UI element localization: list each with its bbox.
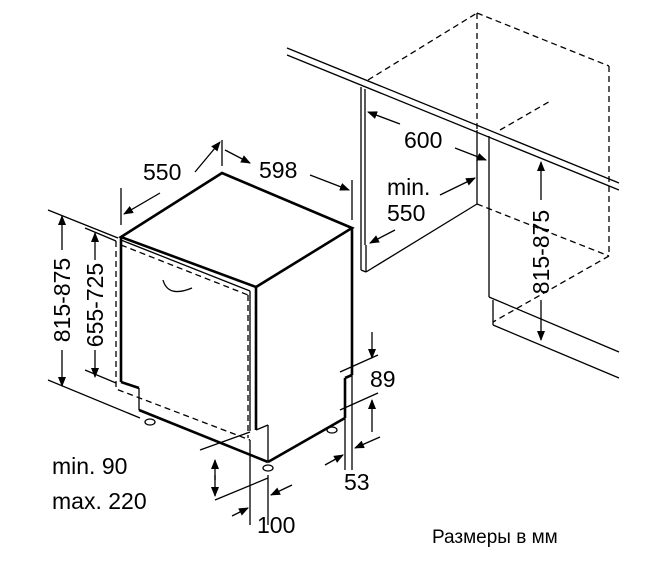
niche-cabinet bbox=[286, 12, 620, 379]
niche-depth-label-line1: min. bbox=[387, 174, 430, 200]
foot-icon bbox=[326, 426, 338, 434]
door-height-label: 655-725 bbox=[82, 263, 108, 347]
total-height-label: 815-875 bbox=[49, 258, 75, 342]
niche-width-label: 600 bbox=[404, 127, 442, 153]
plinth-height-min-label: min. 90 bbox=[52, 453, 127, 479]
niche-height-label: 815-875 bbox=[528, 210, 554, 294]
dishwasher-body bbox=[115, 171, 355, 472]
plinth-offset-label: 53 bbox=[344, 469, 370, 495]
width-label: 598 bbox=[259, 157, 297, 183]
niche-depth-label-line2: 550 bbox=[387, 200, 425, 226]
units-caption: Размеры в мм bbox=[432, 527, 558, 548]
dimension-lines bbox=[47, 111, 545, 525]
foot-icon bbox=[262, 464, 274, 472]
plinth-top-label: 89 bbox=[370, 366, 396, 392]
foot-icon bbox=[144, 418, 156, 426]
depth-label: 550 bbox=[143, 159, 181, 185]
plinth-depth-label: 100 bbox=[257, 512, 295, 538]
plinth-height-max-label: max. 220 bbox=[52, 488, 147, 514]
door-handle-icon bbox=[162, 279, 193, 293]
